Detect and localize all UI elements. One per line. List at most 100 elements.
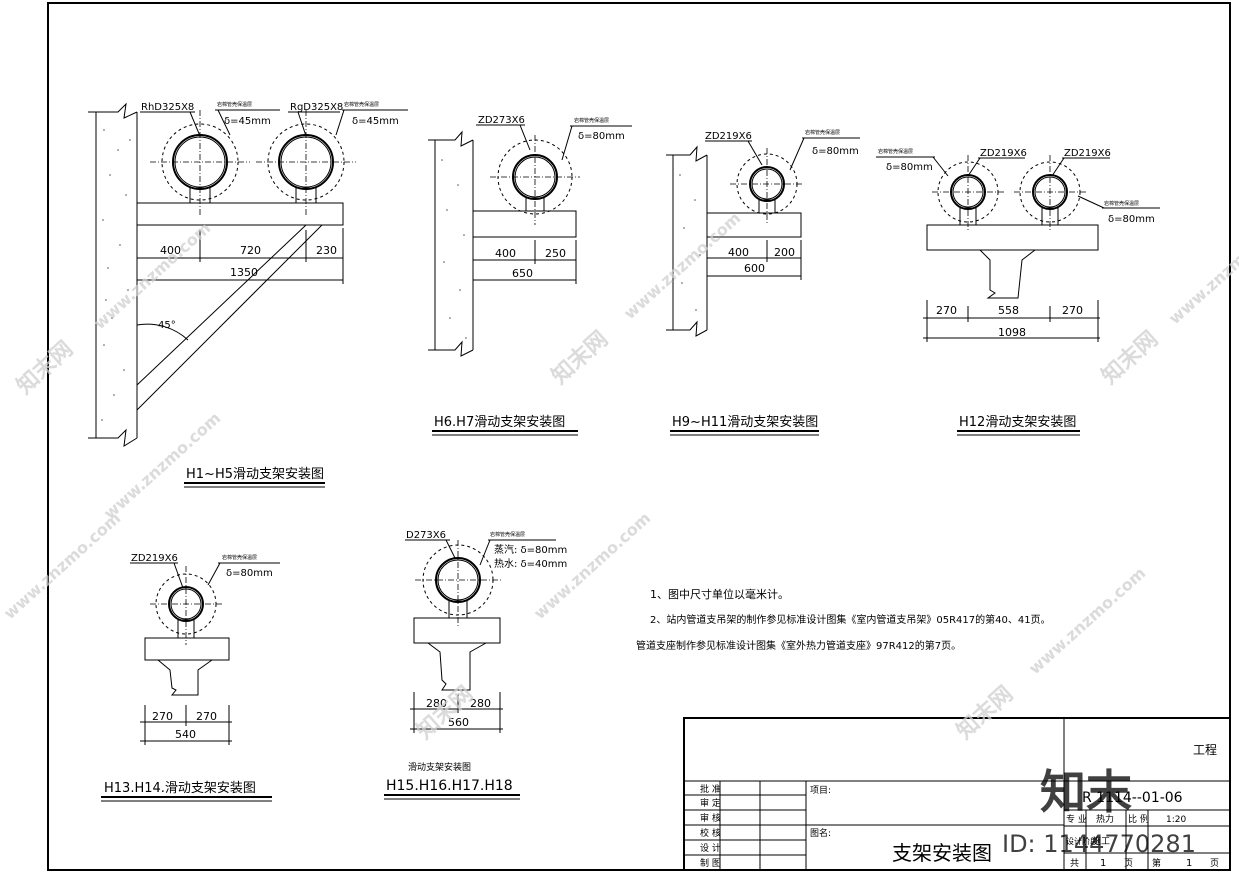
dimension-value: 558: [998, 304, 1019, 317]
dimension-value: 280: [470, 697, 491, 710]
insulation-label: 岩棉管壳保温层: [1104, 200, 1139, 207]
role-review: 审 核: [700, 812, 721, 824]
watermark-brand: 知末网: [952, 681, 1018, 744]
insulation-label: 岩棉管壳保温层: [574, 117, 609, 124]
note-1: 1、图中尺寸单位以毫米计。: [650, 587, 789, 601]
dimension-total: 540: [175, 728, 196, 741]
figure-caption: H15.H16.H17.H18: [386, 778, 513, 794]
insulation-thickness: δ=80mm: [578, 131, 625, 142]
watermark-brand: 知末网: [547, 326, 613, 389]
dimension-total: 1350: [230, 266, 258, 279]
drawing-number: R 1114--01-06: [1082, 790, 1183, 806]
watermark-logo: 知末: [1040, 765, 1132, 819]
watermark: 知末网 www.znzmo.com 知末网 www.znzmo.com 知末网 …: [0, 208, 1239, 858]
insulation-thickness: 热水: δ=40mm: [494, 557, 567, 570]
pipe-label: RgD325X8: [290, 102, 343, 113]
dimension-total: 600: [744, 262, 765, 275]
role-check: 校 核: [700, 827, 721, 839]
total-pages: 1: [1100, 858, 1106, 869]
drawing-name: 支架安装图: [892, 841, 992, 865]
pipe-label: ZD219X6: [131, 553, 178, 564]
pipe-label: ZD219X6: [980, 148, 1027, 159]
figure-h6-h7: ZD273X6 岩棉管壳保温层 δ=80mm 400 250 650 H6.H7…: [428, 115, 632, 436]
dimension-value: 720: [240, 244, 261, 257]
role-finalize: 审 定: [700, 797, 721, 809]
role-design: 设 计: [700, 842, 721, 854]
dimension-value: 280: [426, 697, 447, 710]
watermark-brand: 知末网: [1097, 326, 1163, 389]
insulation-label: 岩棉管壳保温层: [344, 101, 379, 108]
pipe-label: D273X6: [406, 530, 446, 541]
discipline-label: 专 业: [1066, 813, 1087, 825]
figure-caption: H12滑动支架安装图: [959, 415, 1076, 430]
insulation-thickness: δ=80mm: [226, 568, 273, 579]
figure-caption: H13.H14.滑动支架安装图: [104, 781, 256, 796]
figure-h13-h14: ZD219X6 岩棉管壳保温层 δ=80mm 270 270 540 H13.H…: [101, 553, 280, 802]
pipe-label: ZD219X6: [1064, 148, 1111, 159]
dimension-value: 400: [728, 246, 749, 259]
figure-h12: 岩棉管壳保温层 δ=80mm ZD219X6 ZD219X6 岩棉管壳保温层 δ…: [876, 148, 1160, 436]
pipe-label: RhD325X8: [141, 102, 194, 113]
insulation-thickness: δ=80mm: [886, 162, 933, 173]
dimension-total: 560: [448, 716, 469, 729]
watermark-site: www.znzmo.com: [620, 208, 744, 323]
discipline: 热力: [1096, 813, 1114, 825]
dimension-value: 270: [152, 710, 173, 723]
dimension-value: 230: [316, 244, 337, 257]
dimension-value: 270: [1062, 304, 1083, 317]
note-3: 管道支座制作参见标准设计图集《室外热力管道支座》97R412的第7页。: [636, 639, 961, 652]
watermark-brand: 知末网: [12, 336, 78, 399]
dimension-value: 270: [196, 710, 217, 723]
project-suffix: 工程: [1193, 742, 1217, 757]
watermark-site: www.znzmo.com: [100, 408, 224, 523]
angle-label: 45°: [158, 320, 176, 331]
figure-caption: H6.H7滑动支架安装图: [434, 415, 565, 430]
project-label: 项目:: [810, 785, 831, 796]
sheet-border: [47, 2, 1231, 871]
watermark-site: www.znzmo.com: [0, 508, 124, 623]
pipe-label: ZD273X6: [478, 115, 525, 126]
dimension-value: 400: [495, 247, 516, 260]
insulation-thickness: δ=80mm: [1108, 214, 1155, 225]
dimension-value: 400: [160, 244, 181, 257]
note-2: 2、站内管道支吊架的制作参见标准设计图集《室内管道支吊架》05R417的第40、…: [650, 613, 1051, 626]
insulation-thickness: δ=80mm: [812, 146, 859, 157]
figure-h9-h11: ZD219X6 岩棉管壳保温层 δ=80mm 400 200 600 H9~H1…: [666, 129, 860, 436]
insulation-label: 岩棉管壳保温层: [805, 129, 840, 136]
figure-caption-top: 滑动支架安装图: [408, 761, 471, 773]
dimension-total: 1098: [998, 326, 1026, 339]
figure-caption: H9~H11滑动支架安装图: [672, 415, 818, 430]
dimension-value: 270: [936, 304, 957, 317]
role-approve: 批 准: [700, 783, 721, 795]
watermark-site: www.znzmo.com: [90, 218, 214, 333]
insulation-thickness: δ=45mm: [352, 116, 399, 127]
page-label: 第: [1152, 857, 1161, 869]
title-block: 工程 R 1114--01-06 批 准 审 定 审 核 校 核 设 计 制 图…: [683, 717, 1231, 871]
insulation-thickness: 蒸汽: δ=80mm: [494, 543, 567, 556]
insulation-label: 岩棉管壳保温层: [217, 101, 252, 108]
figure-h15-h18: D273X6 岩棉管壳保温层 蒸汽: δ=80mm 热水: δ=40mm 280…: [384, 530, 567, 800]
general-notes: 1、图中尺寸单位以毫米计。 2、站内管道支吊架的制作参见标准设计图集《室内管道支…: [636, 587, 1051, 652]
role-draft: 制 图: [700, 857, 721, 869]
watermark-id: ID: 1144770281: [1002, 830, 1196, 858]
dimension-value: 200: [774, 246, 795, 259]
scale: 1:20: [1166, 815, 1186, 825]
insulation-label: 岩棉管壳保温层: [878, 148, 913, 155]
scale-label: 比 例: [1128, 813, 1149, 825]
dimension-total: 650: [512, 267, 533, 280]
design-stage-label: 设计阶段: [1066, 836, 1098, 846]
page-unit: 页: [1124, 858, 1133, 869]
dimension-value: 250: [545, 247, 566, 260]
insulation-thickness: δ=45mm: [224, 116, 271, 127]
page-number: 1: [1186, 858, 1192, 869]
figure-caption: H1~H5滑动支架安装图: [186, 467, 324, 482]
watermark-site: www.znzmo.com: [1165, 213, 1239, 328]
drawing-name-label: 图名:: [810, 827, 831, 839]
pipe-label: ZD219X6: [705, 131, 752, 142]
design-stage: 施工: [1092, 835, 1110, 847]
total-label: 共: [1070, 858, 1079, 869]
page-unit: 页: [1210, 858, 1219, 869]
insulation-label: 岩棉管壳保温层: [490, 531, 525, 538]
figure-h1-h5: 45° RhD325X8 岩棉管壳保温层 δ=45mm RgD325X8 岩棉管…: [88, 101, 408, 488]
